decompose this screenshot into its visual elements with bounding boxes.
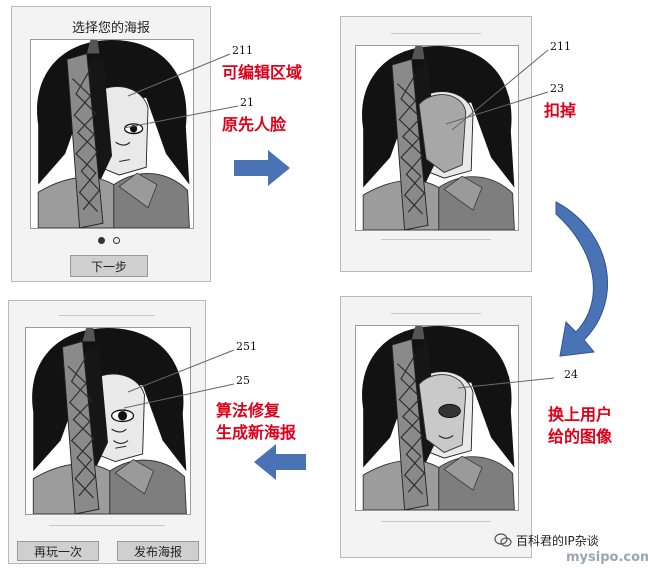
caption-algorithm-repair: 算法修复 生成新海报 <box>216 400 296 444</box>
play-again-button[interactable]: 再玩一次 <box>17 541 99 561</box>
page-dot-active[interactable] <box>98 237 105 244</box>
placeholder-lines <box>391 33 481 34</box>
publish-poster-button[interactable]: 发布海报 <box>117 541 199 561</box>
face-replace-screen <box>340 296 532 558</box>
screen-title: 选择您的海报 <box>71 21 150 36</box>
ref-251: 251 <box>236 340 257 353</box>
wechat-icon <box>494 532 512 547</box>
poster-template-image[interactable] <box>30 39 194 229</box>
ref-25: 25 <box>236 374 250 387</box>
generated-poster-image <box>25 327 191 515</box>
next-step-button[interactable]: 下一步 <box>70 255 148 277</box>
ref-21: 21 <box>240 96 254 109</box>
ref-24: 24 <box>564 368 578 381</box>
arrow-right-1 <box>234 150 290 186</box>
caption-cut-out: 扣掉 <box>544 101 577 120</box>
ref-211-b: 211 <box>550 40 571 53</box>
arrow-left-2 <box>254 444 306 480</box>
watermark-url: mysipo.com <box>566 550 648 565</box>
placeholder-lines <box>381 521 491 522</box>
placeholder-lines <box>49 525 165 526</box>
caption-algo-line2: 生成新海报 <box>216 423 297 442</box>
face-cutout-screen <box>340 16 532 272</box>
ref-211-a: 211 <box>232 44 253 57</box>
new-poster-screen: 再玩一次 发布海报 <box>8 300 206 564</box>
placeholder-lines <box>59 315 155 316</box>
caption-original-face: 原先人脸 <box>222 115 287 134</box>
caption-replace-line2: 给的图像 <box>548 427 613 446</box>
placeholder-lines <box>391 313 481 314</box>
caption-replace-line1: 换上用户 <box>548 405 613 424</box>
template-with-user-face <box>355 325 519 511</box>
watermark-text: 百科君的IP杂谈 <box>516 534 599 548</box>
ref-23: 23 <box>550 82 564 95</box>
caption-replace-user-image: 换上用户 给的图像 <box>548 404 612 448</box>
template-with-cutout <box>355 45 519 231</box>
caption-editable-area: 可编辑区域 <box>222 63 303 82</box>
page-dot[interactable] <box>113 237 120 244</box>
page-indicator <box>98 237 120 244</box>
arrow-curved <box>555 201 608 357</box>
placeholder-lines <box>381 239 491 240</box>
caption-algo-line1: 算法修复 <box>216 401 281 420</box>
poster-select-screen: 选择您的海报 下一步 <box>11 6 211 282</box>
